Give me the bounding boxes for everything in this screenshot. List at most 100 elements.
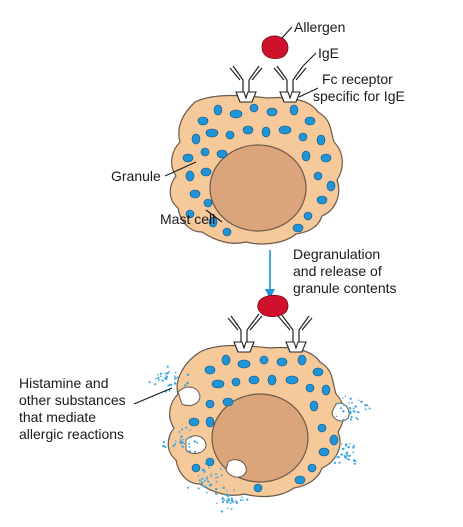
ige-antibody-right-top xyxy=(273,65,307,103)
mediator-dot xyxy=(208,483,212,487)
mediator-dot xyxy=(333,461,337,464)
fc-receptor-label-line2: specific for IgE xyxy=(313,88,405,104)
ige-antibody-left-bottom xyxy=(227,313,263,353)
mediator-dot xyxy=(174,377,177,380)
released-mediators xyxy=(148,365,371,513)
ige-antibody-left-top xyxy=(229,65,263,103)
mediator-dot xyxy=(200,482,204,485)
mediator-dot xyxy=(226,499,229,502)
granule-leader xyxy=(164,161,197,177)
mediator-dot xyxy=(364,404,367,407)
mediator-dot xyxy=(205,486,208,488)
mediator-dot xyxy=(358,399,360,401)
mediator-dot xyxy=(179,438,182,441)
mediator-dot xyxy=(205,492,208,494)
mediator-dot xyxy=(335,415,338,417)
mediator-dot xyxy=(160,375,162,378)
granules-top xyxy=(182,103,336,237)
mediator-dot xyxy=(357,411,360,414)
mediator-dot xyxy=(342,410,345,413)
mediator-dot xyxy=(197,487,200,490)
mediators-label-line1: Histamine and xyxy=(19,375,109,391)
mediator-dot xyxy=(342,418,345,422)
allergen-leader xyxy=(281,26,293,39)
mediator-dot xyxy=(232,500,235,503)
fc-receptor-label-line1: Fc receptor xyxy=(322,71,393,87)
mediator-dot xyxy=(157,377,160,380)
mediator-dot xyxy=(214,492,217,495)
mediator-dot xyxy=(221,497,224,500)
mediator-dot xyxy=(186,373,190,377)
mediator-dot xyxy=(233,489,236,492)
mediator-dot xyxy=(185,384,187,387)
mediator-dot xyxy=(202,485,205,487)
mediator-dot xyxy=(174,371,177,374)
mediator-dot xyxy=(204,479,206,482)
mediator-dot xyxy=(344,455,346,457)
mediator-dot xyxy=(189,436,192,439)
mediator-dot xyxy=(181,445,184,448)
mediator-dot xyxy=(341,443,343,445)
mediator-dot xyxy=(201,477,204,480)
mediator-dot xyxy=(350,415,353,419)
ige-label: IgE xyxy=(318,45,339,61)
mediator-dot xyxy=(241,496,243,499)
mediator-dot xyxy=(168,370,171,373)
mediator-dot xyxy=(242,499,244,501)
mediators-label-line2: other substances xyxy=(19,392,126,408)
mediator-dot xyxy=(230,507,233,510)
mediator-dot xyxy=(226,495,229,497)
mediator-dot xyxy=(166,365,169,368)
granule-label: Granule xyxy=(111,168,161,184)
mediator-dot xyxy=(364,408,367,411)
mediator-dot xyxy=(348,442,351,445)
mediator-dot xyxy=(157,379,160,382)
mediator-dot xyxy=(345,456,348,458)
mediator-dot xyxy=(164,445,167,449)
mediator-dot xyxy=(188,445,191,448)
mediator-dot xyxy=(345,453,348,456)
degranulation-label-line1: Degranulation xyxy=(293,246,380,262)
mediator-dot xyxy=(223,499,226,501)
mediator-dot xyxy=(336,456,339,459)
mediator-dot xyxy=(345,443,348,446)
mediator-dot xyxy=(209,475,212,477)
mediators-leader xyxy=(133,387,173,405)
mediator-dot xyxy=(164,372,166,375)
mediators-label-line4: allergic reactions xyxy=(19,426,124,442)
mediator-dot xyxy=(221,500,225,504)
mediator-dot xyxy=(179,441,182,444)
mediator-dot xyxy=(227,494,231,497)
mediator-dot xyxy=(198,479,201,482)
mediator-dot xyxy=(186,381,189,385)
mediator-dot xyxy=(354,405,358,408)
mediator-dot xyxy=(162,440,166,444)
mediator-dot xyxy=(188,442,190,445)
mediator-dot xyxy=(340,407,343,410)
mediator-dot xyxy=(340,453,343,456)
mediator-dot xyxy=(173,375,176,378)
mediator-dot xyxy=(353,410,356,413)
mediator-dot xyxy=(227,497,230,500)
mediator-dot xyxy=(217,476,219,479)
mediator-dot xyxy=(360,400,363,404)
allergen-free xyxy=(261,35,289,60)
mediator-dot xyxy=(353,444,356,447)
mediator-dot xyxy=(189,429,191,431)
mediator-dot xyxy=(194,450,197,453)
mediator-dot xyxy=(228,499,231,502)
mediator-dot xyxy=(216,502,218,504)
mediator-dot xyxy=(168,383,172,386)
mediator-dot xyxy=(171,429,174,432)
mediator-dot xyxy=(227,507,229,509)
mediator-dot xyxy=(347,458,350,461)
mediator-dot xyxy=(159,372,163,375)
mediator-dot xyxy=(204,462,207,465)
mediator-dot xyxy=(344,395,347,398)
mediator-dot xyxy=(246,498,249,501)
mediator-dot xyxy=(168,390,171,392)
mediator-dot xyxy=(164,377,167,380)
mediator-dot xyxy=(353,462,356,465)
degranulation-label-line2: and release of xyxy=(293,263,382,279)
